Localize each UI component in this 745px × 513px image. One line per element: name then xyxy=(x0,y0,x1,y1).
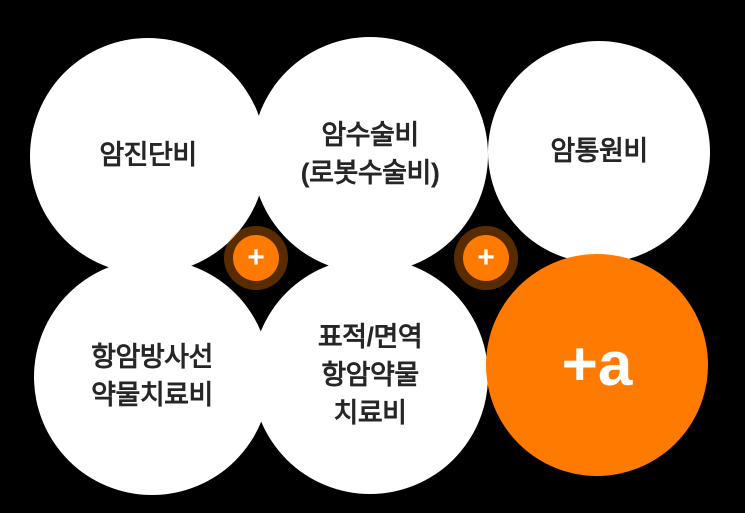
circle-targeted-immune: 표적/면역 항암약물 치료비 xyxy=(252,258,488,494)
label-line: 표적/면역 xyxy=(317,322,423,353)
circle-cancer-outpatient-label: 암통원비 xyxy=(550,133,648,171)
circle-chemo-radiation-label: 항암방사선 약물치료비 xyxy=(91,339,213,415)
circle-cancer-diagnosis: 암진단비 xyxy=(30,38,266,274)
label-line: 항암방사선 xyxy=(91,342,213,373)
label-line: 약물치료비 xyxy=(91,380,213,410)
label-line: 암통원비 xyxy=(550,136,648,167)
circle-plus-alpha-label: +a xyxy=(562,322,633,409)
plus-glyph: + xyxy=(247,241,265,274)
circle-cancer-surgery-label: 암수술비 (로봇수술비) xyxy=(301,117,440,193)
circle-cancer-surgery: 암수술비 (로봇수술비) xyxy=(252,37,488,273)
plus-icon: + xyxy=(233,235,279,281)
circle-cancer-outpatient: 암통원비 xyxy=(488,41,710,263)
plus-glyph: + xyxy=(477,241,495,274)
label-line: 항암약물 xyxy=(321,360,419,391)
plus-icon: + xyxy=(463,235,509,281)
circle-chemo-radiation: 항암방사선 약물치료비 xyxy=(34,259,270,495)
circle-cancer-diagnosis-label: 암진단비 xyxy=(99,137,197,175)
circle-targeted-immune-label: 표적/면역 항암약물 치료비 xyxy=(317,319,423,432)
label-line: (로봇수술비) xyxy=(300,158,440,188)
circle-plus-alpha: +a xyxy=(486,254,708,476)
label-line: 치료비 xyxy=(333,397,407,428)
label-line: +a xyxy=(561,329,633,399)
label-line: 암수술비 xyxy=(321,120,419,151)
label-line: 암진단비 xyxy=(99,140,197,171)
